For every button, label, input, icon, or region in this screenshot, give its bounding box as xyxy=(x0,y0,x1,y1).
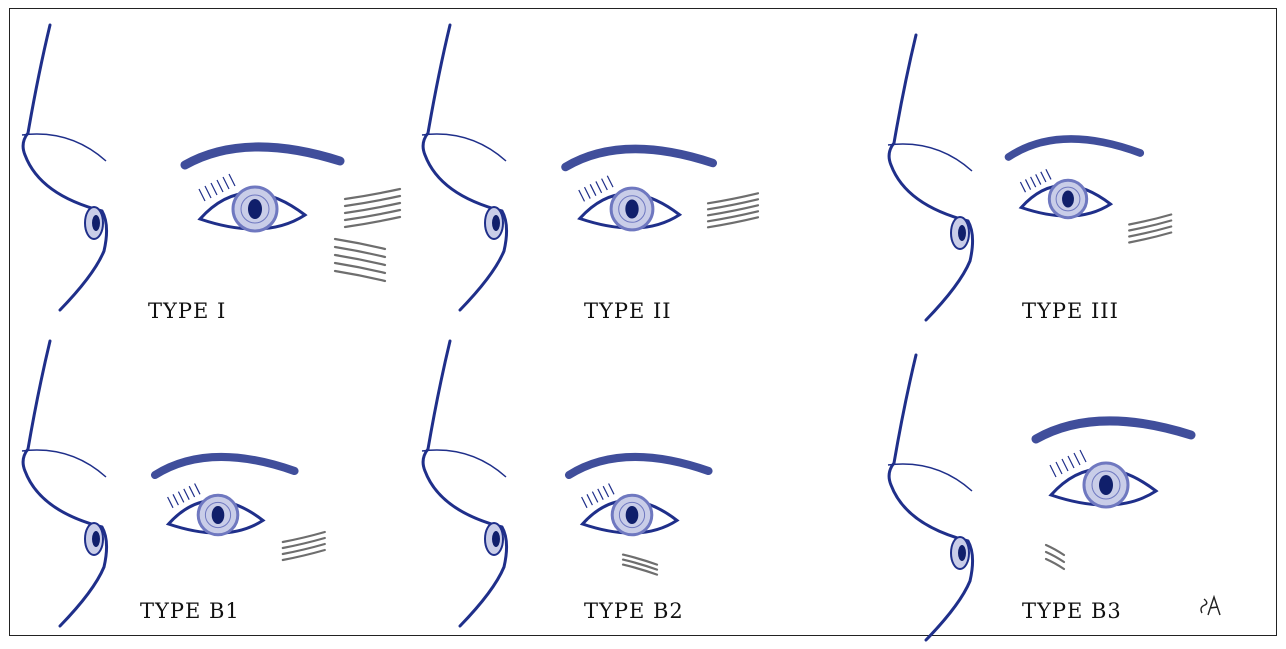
profile-pupil xyxy=(958,225,966,241)
eyelash xyxy=(1031,177,1036,187)
eyelash xyxy=(607,176,613,187)
figure-frame: TYPE I TYPE II TYPE III TYPE B1 TYPE B2 … xyxy=(9,8,1277,636)
eyelash xyxy=(1050,465,1056,477)
eyebrow xyxy=(1009,139,1141,157)
wrinkle-line xyxy=(335,271,385,281)
profile-brow-line xyxy=(422,450,506,477)
panel-label-type-ii: TYPE II xyxy=(584,299,672,323)
eye-drawing-group xyxy=(22,25,400,310)
eyelash xyxy=(1046,169,1051,179)
eyelash xyxy=(587,494,592,505)
eyelash xyxy=(178,492,183,503)
eyelash xyxy=(1041,172,1046,182)
panel-type-b1: TYPE B1 xyxy=(10,335,430,649)
eyelash xyxy=(1074,453,1080,465)
eyebrow xyxy=(566,149,713,167)
profile-brow-line xyxy=(422,134,506,161)
panel-type-iii: TYPE III xyxy=(876,13,1286,327)
eyelash xyxy=(598,489,603,500)
panel-type-b2: TYPE B2 xyxy=(410,335,830,649)
eyebrow xyxy=(185,147,340,165)
eyelash xyxy=(189,486,194,497)
panel-label-type-i: TYPE I xyxy=(148,299,226,323)
eyelash xyxy=(1068,456,1074,468)
eyelash xyxy=(195,484,200,495)
eyelash xyxy=(585,187,591,198)
profile-pupil xyxy=(92,531,100,547)
eyelash xyxy=(1062,459,1068,471)
face-profile-outline xyxy=(889,355,972,640)
pupil xyxy=(626,506,639,524)
eye-illustration-type-i xyxy=(10,13,430,303)
eyelash xyxy=(582,497,587,508)
eyelash xyxy=(168,497,173,508)
eyelash xyxy=(579,190,585,201)
eye-illustration-type-b1 xyxy=(10,335,430,595)
face-profile-outline xyxy=(423,25,506,310)
eyelash xyxy=(592,492,597,503)
eyelash xyxy=(590,184,596,195)
eyelash xyxy=(1080,450,1086,462)
profile-pupil xyxy=(492,531,500,547)
eyelash xyxy=(1036,174,1041,184)
eyelash xyxy=(205,186,211,198)
pupil xyxy=(248,199,262,219)
eyelash xyxy=(1020,182,1025,192)
panel-label-type-b2: TYPE B2 xyxy=(584,599,684,623)
wrinkle-line xyxy=(283,550,325,560)
profile-pupil xyxy=(492,215,500,231)
profile-pupil xyxy=(92,215,100,231)
eyebrow xyxy=(155,457,295,475)
eye-drawing-group xyxy=(422,25,758,310)
eyelash xyxy=(602,179,608,190)
panel-label-type-iii: TYPE III xyxy=(1022,299,1119,323)
eyelash xyxy=(184,489,189,500)
face-profile-outline xyxy=(423,341,506,626)
eye-illustration-type-iii xyxy=(876,13,1276,303)
eyelash xyxy=(609,484,614,495)
eyelash xyxy=(217,180,223,192)
eyelash xyxy=(603,486,608,497)
eye-drawing-group xyxy=(888,355,1191,640)
profile-brow-line xyxy=(22,134,106,161)
panel-type-ii: TYPE II xyxy=(410,13,830,327)
eyebrow xyxy=(1036,421,1191,439)
face-profile-outline xyxy=(889,35,972,320)
pupil xyxy=(1062,191,1074,208)
eyelash xyxy=(229,174,235,186)
eyebrow xyxy=(569,457,709,475)
face-profile-outline xyxy=(23,25,106,310)
eye-drawing-group xyxy=(22,341,325,626)
pupil xyxy=(1099,475,1113,495)
eyelash xyxy=(1056,462,1062,474)
panel-type-i: TYPE I xyxy=(10,13,430,327)
pupil xyxy=(625,200,638,219)
eyelash xyxy=(596,181,602,192)
eye-drawing-group xyxy=(888,35,1171,320)
eyelash xyxy=(173,494,178,505)
eyelash xyxy=(1026,179,1031,189)
wrinkle-line xyxy=(623,565,657,575)
profile-brow-line xyxy=(888,464,972,491)
face-profile-outline xyxy=(23,341,106,626)
pupil xyxy=(212,506,225,524)
profile-brow-line xyxy=(888,144,972,171)
eye-illustration-type-b2 xyxy=(410,335,830,595)
profile-pupil xyxy=(958,545,966,561)
wrinkle-line xyxy=(1129,233,1171,243)
eye-illustration-type-b3 xyxy=(876,335,1276,595)
eyelash xyxy=(223,177,229,189)
eyelash xyxy=(199,189,205,201)
eyelash xyxy=(211,183,217,195)
wrinkle-line xyxy=(708,217,758,227)
eye-illustration-type-ii xyxy=(410,13,830,303)
artist-signature xyxy=(1196,593,1226,621)
panel-label-type-b1: TYPE B1 xyxy=(140,599,240,623)
panel-label-type-b3: TYPE B3 xyxy=(1022,599,1122,623)
eye-drawing-group xyxy=(422,341,709,626)
profile-brow-line xyxy=(22,450,106,477)
